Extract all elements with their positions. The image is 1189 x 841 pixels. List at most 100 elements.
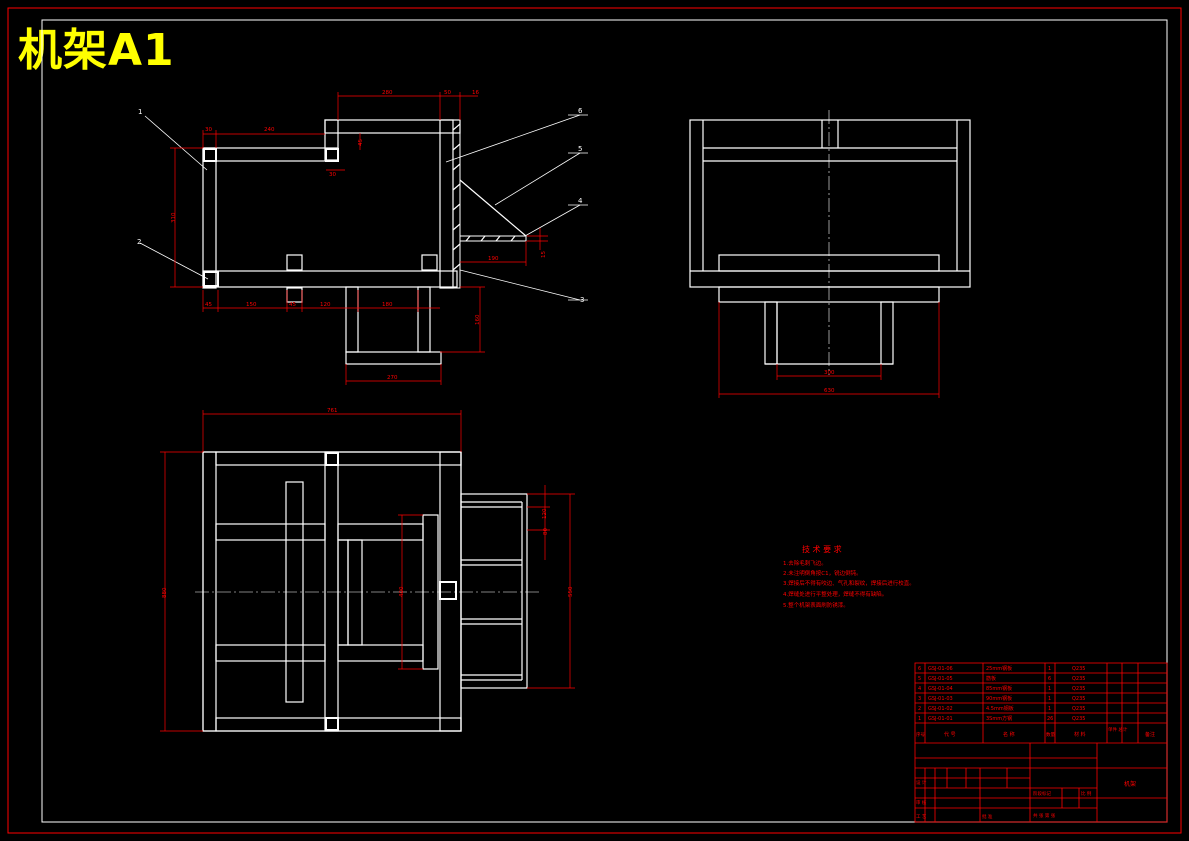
dim-b45b: 45	[289, 302, 296, 308]
note-2: 2.未注明倒角按C1，锐边倒钝。	[783, 569, 862, 577]
bom-row: 4 GSJ-01-04 85mm钢板 1 Q235	[918, 685, 1085, 692]
dim-190: 190	[488, 256, 499, 262]
dim-761: 761	[327, 408, 338, 414]
drawing-title: 机架A1	[18, 25, 175, 76]
bom-code: GSJ-01-01	[928, 716, 953, 722]
title-block	[914, 662, 1168, 823]
bom-row: 5 GSJ-01-05 筋板 6 Q235	[918, 675, 1085, 682]
dim-b45: 45	[205, 302, 212, 308]
bom-no: 2	[918, 706, 921, 712]
dim-880: 880	[162, 587, 168, 598]
front-view-dimensions	[170, 92, 548, 385]
footer-process: 工 艺	[916, 814, 927, 820]
side-view-dimensions	[718, 302, 940, 398]
bom-header-qty: 数量	[1046, 731, 1055, 738]
balloon-1: 1	[138, 108, 142, 116]
bom-name: 85mm钢板	[986, 685, 1012, 692]
dim-120: 120	[542, 508, 548, 519]
footer-scale: 比 例	[1081, 790, 1092, 797]
note-5: 5.整个机架表面刷防锈漆。	[783, 601, 849, 609]
note-3: 3.焊接后不得有咬边、气孔和裂纹，焊接后进行校直。	[783, 579, 915, 587]
front-view-leaders	[139, 114, 588, 301]
bom-row: 3 GSJ-01-03 90mm钢板 1 Q235	[918, 695, 1085, 702]
bom-qty: 1	[1048, 666, 1051, 672]
bom-row: 1 GSJ-01-01 3Smm方钢 26 Q235	[918, 715, 1085, 722]
bom-name: 4.5mm钢板	[986, 705, 1014, 712]
balloon-3: 3	[580, 296, 584, 304]
front-view	[202, 119, 527, 365]
dim-50: 50	[444, 90, 451, 96]
bom-qty: 6	[1048, 676, 1051, 682]
bom-qty: 1	[1048, 686, 1051, 692]
bom-header-no: 序号	[916, 731, 925, 738]
bom-header-code: 代 号	[944, 731, 956, 738]
dim-400: 400	[399, 586, 405, 597]
dim-550: 550	[568, 586, 574, 597]
front-view-dimension-text: 280 50 16 30 240 45 30 310 190 15 45 150…	[171, 90, 547, 381]
balloon-4: 4	[578, 197, 583, 205]
dim-b150: 150	[246, 302, 257, 308]
technical-notes: 技 术 要 求 1.去除毛刺飞边。 2.未注明倒角按C1，锐边倒钝。 3.焊接后…	[783, 544, 915, 609]
footer-check: 审 核	[916, 799, 927, 806]
sheet-border	[7, 7, 1182, 834]
side-view-dimension-text: 300 630	[824, 370, 835, 394]
bom-no: 1	[918, 716, 921, 722]
note-1: 1.去除毛刺飞边。	[783, 559, 827, 567]
bom-code: GSJ-01-06	[928, 666, 953, 672]
bom-name: 3Smm方钢	[986, 715, 1012, 722]
bom-header-material: 材 料	[1074, 731, 1086, 738]
side-view	[689, 119, 971, 365]
footer-approve: 批 准	[982, 813, 993, 820]
top-view	[202, 451, 528, 732]
bom-name: 25mm钢板	[986, 665, 1012, 672]
bom-qty: 26	[1047, 716, 1053, 722]
bom-no: 5	[918, 676, 921, 682]
bom-no: 4	[918, 686, 921, 692]
dim-b180: 180	[382, 302, 393, 308]
bom-qty: 1	[1048, 696, 1051, 702]
front-view-balloons: 1 2 3 4 5 6	[137, 107, 584, 304]
top-view-dimension-text: 761 880 400 550 80 120	[162, 408, 574, 598]
dim-b120: 120	[320, 302, 331, 308]
footer-stage: 阶段标记	[1033, 790, 1051, 797]
dim-80: 80	[543, 528, 549, 535]
bom-row: 6 GSJ-01-06 25mm钢板 1 Q235	[918, 665, 1085, 672]
bom-code: GSJ-01-03	[928, 696, 953, 702]
dim-16: 16	[472, 90, 479, 96]
bom-header-weight: 单件 总计	[1108, 726, 1128, 733]
bom-no: 3	[918, 696, 921, 702]
bom-code: GSJ-01-05	[928, 676, 953, 682]
balloon-6: 6	[578, 107, 583, 115]
dim-310: 310	[171, 212, 177, 223]
bom-qty: 1	[1048, 706, 1051, 712]
dim-15: 15	[541, 251, 547, 258]
bom-code: GSJ-01-04	[928, 686, 953, 692]
dim-30: 30	[205, 127, 212, 133]
notes-heading: 技 术 要 求	[802, 544, 842, 554]
drawing-part-name: 机架	[1124, 780, 1136, 788]
top-view-dimensions	[160, 410, 575, 732]
bom-material: Q235	[1072, 696, 1085, 702]
bom-row: 2 GSJ-01-02 4.5mm钢板 1 Q235	[918, 705, 1085, 712]
dim-280: 280	[382, 90, 393, 96]
bom-name: 筋板	[986, 675, 996, 682]
dim-45: 45	[358, 139, 364, 146]
bom-material: Q235	[1072, 716, 1085, 722]
dim-30b: 30	[329, 172, 336, 178]
bom-material: Q235	[1072, 686, 1085, 692]
footer-sheet: 共 张 第 张	[1033, 812, 1056, 819]
bom-header-name: 名 称	[1003, 731, 1015, 738]
dim-300: 300	[824, 370, 835, 376]
bom-name: 90mm钢板	[986, 695, 1012, 702]
bom-material: Q235	[1072, 666, 1085, 672]
bom-no: 6	[918, 666, 921, 672]
dim-r160: 160	[475, 314, 481, 325]
footer-designer: 设 计	[916, 779, 927, 786]
bom-table: 6 GSJ-01-06 25mm钢板 1 Q235 5 GSJ-01-05 筋板…	[916, 665, 1155, 820]
bom-header-remark: 备注	[1145, 731, 1155, 738]
dim-b270: 270	[387, 375, 398, 381]
bom-code: GSJ-01-02	[928, 706, 953, 712]
balloon-2: 2	[137, 238, 141, 246]
bom-material: Q235	[1072, 676, 1085, 682]
